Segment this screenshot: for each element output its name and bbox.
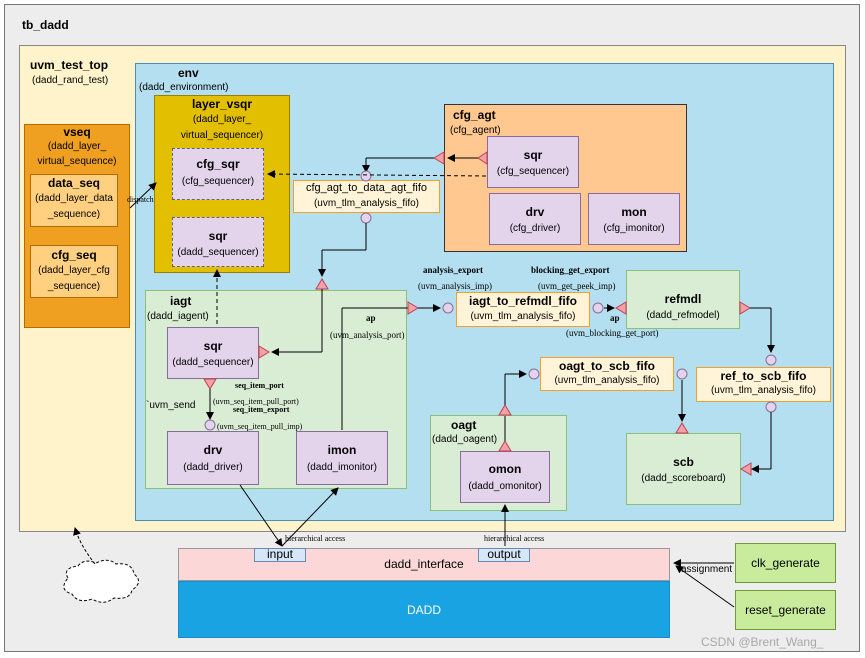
dispatch-label: dispatch (127, 195, 154, 204)
watermark: CSDN @Brent_Wang_ (701, 635, 824, 649)
iagt-drv-sub: (dadd_driver) (183, 462, 243, 473)
refmdl-sub: (dadd_refmodel) (646, 310, 720, 321)
layer-vsqr-sub1: (dadd_layer_ (192, 114, 252, 125)
cfg-agt-title: cfg_agt (453, 108, 496, 122)
refmdl-port-label: ap (610, 313, 620, 323)
clk-generate-label: clk_generate (751, 556, 820, 570)
vsqr-sqr-sub: (dadd_sequencer) (177, 247, 259, 258)
env-sub: (dadd_environment) (139, 82, 229, 93)
data-seq-box (30, 174, 118, 227)
vseq-title: vseq (63, 125, 91, 139)
uvm-send-label: `uvm_send (146, 400, 196, 411)
analysis-export-sub: (uvm_analysis_imp) (418, 281, 492, 291)
iagt-sqr-sub: (dadd_sequencer) (172, 357, 254, 368)
iagt-imon-sub: (dadd_imonitor) (306, 462, 378, 473)
dadd-interface-label: dadd_interface (384, 557, 464, 571)
tb-dadd-title: tb_dadd (22, 18, 69, 32)
cfg-agt-drv-title: drv (525, 205, 545, 219)
cfg-agt-drv-box (489, 193, 581, 245)
reset-generate-label: reset_generate (745, 603, 826, 617)
omon-box (460, 451, 550, 503)
cfg-agt-mon-sub: (cfg_imonitor) (603, 223, 665, 234)
oagt-title: oagt (451, 418, 477, 432)
data-seq-sub1: (dadd_layer_data (35, 193, 113, 204)
cfg-agt-mon-box (588, 193, 680, 245)
iagt-sub: (dadd_iagent) (147, 311, 209, 322)
ap-sub: (uvm_analysis_port) (330, 330, 405, 340)
layer-vsqr-title: layer_vsqr (191, 97, 253, 111)
run-test-label: run_test() (74, 576, 126, 590)
hier-access-1: hierarchical access (285, 534, 346, 543)
seq-item-port-label: seq_item_port (235, 381, 284, 390)
seq-item-export-label: seq_item_export (233, 405, 290, 414)
cfg-agt-mon-title: mon (621, 205, 647, 219)
seq-item-export-sub: (uvm_seq_item_pull_imp) (217, 422, 303, 431)
cfg-agt-sqr-title: sqr (523, 148, 543, 162)
iagt-fifo-title: iagt_to_refmdl_fifo (468, 294, 577, 308)
oagt-fifo-sub: (uvm_tlm_analysis_fifo) (554, 375, 660, 386)
data-seq-sub2: _sequence) (47, 209, 101, 220)
cfg-agt-sqr-sub: (cfg_sequencer) (496, 166, 570, 177)
output-port-box (478, 548, 530, 562)
cfg-seq-box (30, 245, 118, 298)
cfg-fifo-sub: (uvm_tlm_analysis_fifo) (313, 198, 420, 209)
analysis-export-label: analysis_export (423, 265, 484, 275)
iagt-drv-title: drv (203, 443, 223, 457)
iagt-sqr-title: sqr (203, 339, 223, 353)
output-port-label: output (487, 547, 521, 561)
iagt-title: iagt (170, 294, 192, 308)
blocking-get-export-sub: (uvm_get_peek_imp) (538, 281, 616, 291)
cfg-sqr-box (172, 148, 264, 200)
iagt-drv-box (167, 431, 259, 485)
input-port-label: input (266, 547, 294, 561)
hier-access-2: hierarchical access (484, 534, 545, 543)
oagt-sub: (dadd_oagent) (432, 434, 498, 445)
clk-generate-box (735, 543, 836, 583)
cfg-fifo-title: cfg_agt_to_data_agt_fifo (305, 182, 428, 194)
refmdl-box (626, 270, 740, 329)
reset-generate-box (735, 590, 836, 630)
uvm-test-top-title: uvm_test_top (30, 58, 109, 72)
omon-title: omon (488, 462, 522, 476)
omon-sub: (dadd_omonitor) (468, 481, 542, 492)
scb-sub: (dadd_scoreboard) (641, 473, 726, 484)
seq-item-port-sub: (uvm_seq_item_pull_port) (213, 397, 299, 406)
input-port-box (254, 548, 306, 562)
dadd-dut-box (178, 581, 670, 638)
cfg-seq-sub1: (dadd_layer_cfg (38, 265, 110, 276)
refmdl-port-sub: (uvm_blocking_get_port) (566, 328, 659, 338)
oagt-fifo-title: oagt_to_scb_fifo (558, 359, 655, 373)
env-title: env (178, 66, 199, 80)
cfg-agt-sub: (cfg_agent) (450, 125, 501, 136)
refmdl-title: refmdl (664, 292, 702, 306)
ref-fifo-sub: (uvm_tlm_analysis_fifo) (710, 385, 817, 396)
iagt-imon-box (296, 431, 388, 485)
iagt-sqr-box (167, 327, 259, 379)
blocking-get-export-label: blocking_get_export (531, 265, 610, 275)
cfg-seq-sub2: _sequence) (47, 281, 101, 292)
vseq-sub2: virtual_sequence) (37, 156, 117, 167)
iagt-imon-title: imon (327, 443, 357, 457)
scb-title: scb (673, 455, 694, 469)
data-seq-title: data_seq (47, 176, 101, 190)
cfg-sqr-title: cfg_sqr (196, 157, 240, 171)
vsqr-sqr-box (172, 217, 264, 267)
uvm-test-top-sub: (dadd_rand_test) (32, 75, 109, 86)
vsqr-sqr-title: sqr (208, 229, 228, 243)
cfg-sqr-sub: (cfg_sequencer) (181, 176, 255, 187)
cfg-seq-title: cfg_seq (51, 248, 97, 262)
oagt-fifo-box (540, 357, 674, 391)
cfg-agt-sqr-box (487, 136, 579, 188)
layer-vsqr-sub2: virtual_sequencer) (180, 130, 264, 141)
scb-box (626, 433, 741, 505)
iagt-fifo-box (456, 292, 590, 327)
ref-fifo-box (696, 367, 831, 402)
ref-fifo-title: ref_to_scb_fifo (720, 369, 807, 383)
iagt-fifo-sub: (uvm_tlm_analysis_fifo) (470, 311, 576, 322)
dadd-dut-label: DADD (406, 603, 441, 617)
ap-label: ap (366, 313, 376, 323)
vseq-sub1: (dadd_layer_ (47, 141, 107, 152)
assignment-label: assignment (681, 564, 733, 575)
cfg-agt-drv-sub: (cfg_driver) (509, 223, 561, 234)
